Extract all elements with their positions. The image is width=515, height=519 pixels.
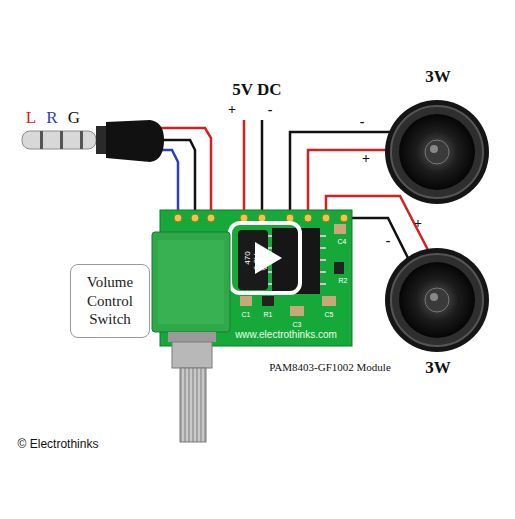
channel-label: G — [68, 109, 80, 126]
callout-text: Volume Control Switch — [71, 273, 149, 329]
component-ref: R1 — [264, 311, 273, 318]
copyright-note: © Electrothinks — [18, 438, 99, 450]
polarity-mark: - — [268, 103, 273, 117]
component-ref: C3 — [293, 321, 302, 328]
capacitor-marking: VT — [261, 262, 268, 271]
component-ref: C1 — [242, 311, 251, 318]
channel-label: L — [26, 109, 36, 126]
speaker-bottom — [385, 248, 489, 352]
power-wires — [244, 120, 262, 216]
polarity-mark: - — [386, 234, 391, 248]
polarity-mark: + — [228, 103, 236, 117]
component-ref: C5 — [325, 311, 334, 318]
component-ref: R2 — [339, 277, 348, 284]
volume-potentiometer — [152, 232, 230, 442]
audio-wires — [160, 128, 211, 216]
component-ref: C4 — [338, 238, 347, 245]
capacitor-marking: 470 — [244, 251, 252, 264]
polarity-mark: + — [414, 217, 422, 231]
module-name: PAM8403-GF1002 Module — [269, 362, 391, 373]
audio-jack — [22, 120, 164, 162]
speaker-top — [385, 100, 489, 204]
watermark: www.electrothinks.com — [235, 330, 337, 340]
polarity-mark: - — [360, 115, 365, 129]
capacitor-marking: 6.3V — [253, 254, 261, 270]
channel-label: R — [46, 109, 57, 126]
polarity-mark: + — [362, 152, 370, 166]
callout-box: Volume Control Switch — [70, 264, 150, 338]
power-rating: 3W — [425, 359, 451, 376]
power-rating: 3W — [425, 68, 451, 85]
supply-label: 5V DC — [232, 81, 281, 98]
